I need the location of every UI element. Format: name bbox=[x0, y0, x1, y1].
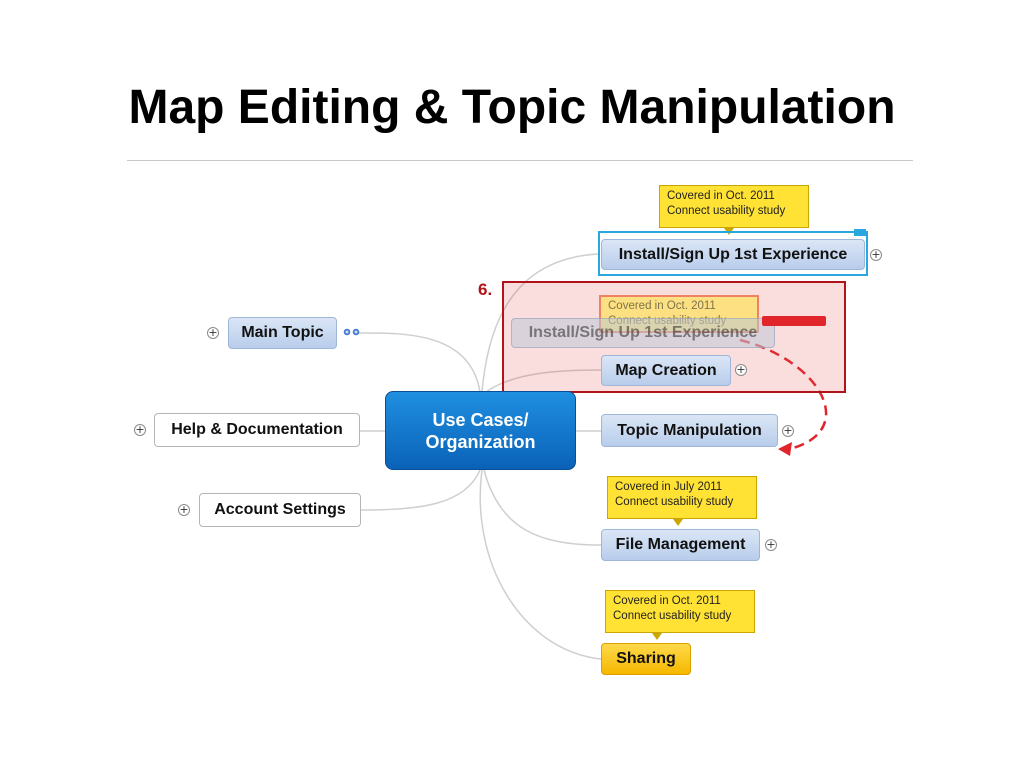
expand-plus-icon[interactable]: + bbox=[134, 423, 146, 436]
callout-file-line1: Covered in July 2011 bbox=[615, 481, 723, 493]
callout-tail bbox=[673, 519, 683, 526]
callout-sharing-line1: Covered in Oct. 2011 bbox=[613, 595, 721, 607]
callout-sharing-line2: Connect usability study bbox=[613, 610, 732, 622]
connector-account bbox=[360, 469, 481, 511]
connector-main-topic bbox=[354, 332, 481, 393]
connector-map-creation bbox=[481, 369, 602, 396]
topic-map-creation[interactable]: Map Creation bbox=[601, 355, 731, 386]
connector-sharing bbox=[479, 469, 602, 660]
callout-sharing: Covered in Oct. 2011 Connect usability s… bbox=[605, 590, 755, 633]
callout-install: Covered in Oct. 2011 Connect usability s… bbox=[659, 185, 809, 228]
relationship-link-icon[interactable] bbox=[343, 328, 361, 336]
expand-plus-icon[interactable]: + bbox=[870, 248, 882, 261]
callout-install-line1: Covered in Oct. 2011 bbox=[667, 190, 775, 202]
topic-file-management[interactable]: File Management bbox=[601, 529, 760, 561]
callout-install-line2: Connect usability study bbox=[667, 205, 786, 217]
expand-plus-icon[interactable]: + bbox=[207, 326, 219, 339]
title-divider bbox=[127, 160, 913, 161]
step-number-label: 6. bbox=[478, 280, 493, 299]
topic-topic-manipulation[interactable]: Topic Manipulation bbox=[601, 414, 778, 447]
slide-title: Map Editing & Topic Manipulation bbox=[128, 81, 896, 134]
topic-sharing[interactable]: Sharing bbox=[601, 643, 691, 675]
central-topic-line2: Organization bbox=[425, 431, 536, 452]
drag-ghost-callout-line1: Covered in Oct. 2011 bbox=[608, 300, 716, 312]
drop-indicator-bar bbox=[762, 316, 826, 326]
expand-plus-icon[interactable]: + bbox=[178, 503, 190, 516]
topic-help-documentation[interactable]: Help & Documentation bbox=[154, 413, 360, 447]
central-topic-line1: Use Cases/ bbox=[432, 409, 529, 430]
expand-plus-icon[interactable]: + bbox=[765, 538, 777, 551]
selection-frame bbox=[598, 231, 868, 276]
connector-file-management bbox=[483, 469, 602, 546]
expand-plus-icon[interactable]: + bbox=[735, 363, 747, 376]
callout-file-management: Covered in July 2011 Connect usability s… bbox=[607, 476, 757, 519]
resize-handle-icon[interactable] bbox=[854, 229, 866, 236]
topic-main-topic[interactable]: Main Topic bbox=[228, 317, 337, 349]
expand-plus-icon[interactable]: + bbox=[782, 424, 794, 437]
callout-tail bbox=[652, 633, 662, 640]
callout-file-line2: Connect usability study bbox=[615, 496, 734, 508]
drag-arrow-icon bbox=[739, 338, 828, 456]
topic-account-settings[interactable]: Account Settings bbox=[199, 493, 361, 527]
topic-install-signup[interactable]: Install/Sign Up 1st Experience bbox=[601, 239, 865, 270]
connector-install bbox=[481, 253, 599, 393]
drag-ghost-topic[interactable]: Install/Sign Up 1st Experience bbox=[511, 318, 775, 348]
central-topic[interactable]: Use Cases/ Organization bbox=[385, 391, 576, 470]
